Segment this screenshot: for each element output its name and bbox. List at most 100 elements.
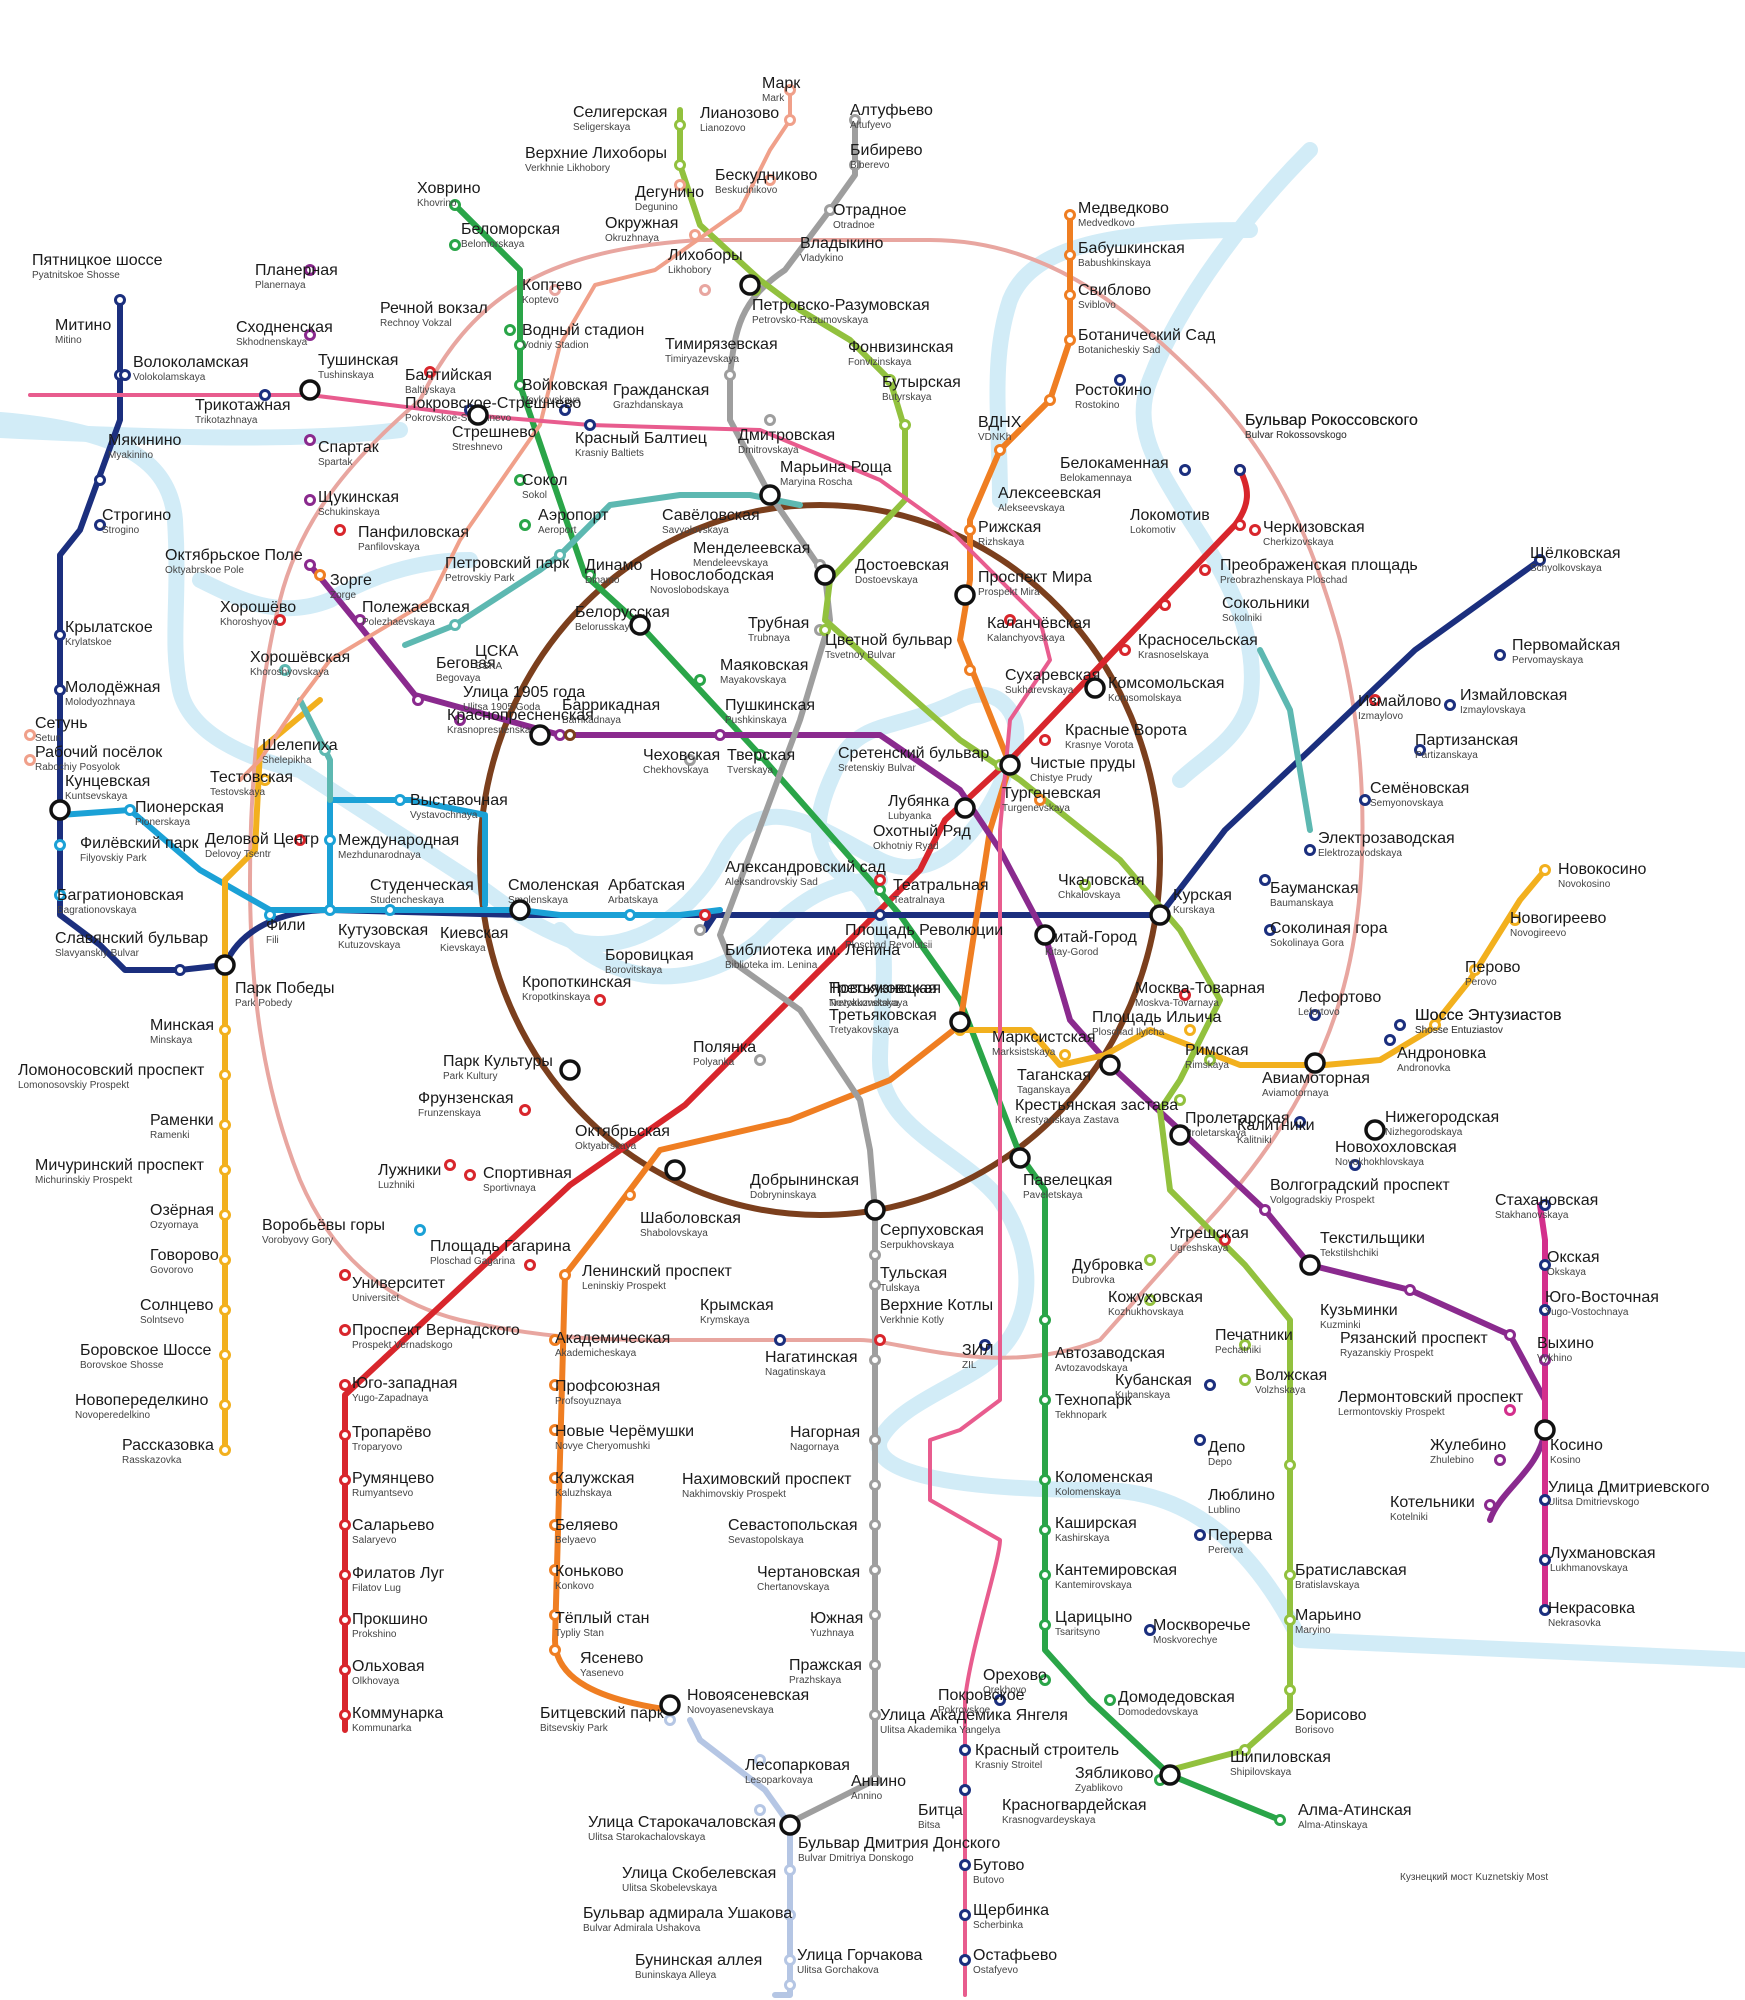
station-dot[interactable] bbox=[274, 614, 286, 626]
station-dot[interactable] bbox=[549, 1424, 561, 1436]
station-dot[interactable] bbox=[1444, 699, 1456, 711]
station-dot[interactable] bbox=[304, 264, 316, 276]
station-dot[interactable] bbox=[959, 1954, 971, 1966]
station-dot[interactable] bbox=[339, 1664, 351, 1676]
station-dot[interactable] bbox=[549, 1519, 561, 1531]
station-dot[interactable] bbox=[354, 614, 366, 626]
station-dot[interactable] bbox=[1494, 649, 1506, 661]
station-dot[interactable] bbox=[964, 664, 976, 676]
station-dot[interactable] bbox=[94, 474, 106, 486]
station-dot[interactable] bbox=[1194, 1434, 1206, 1446]
station-dot[interactable] bbox=[994, 444, 1006, 456]
station-dot[interactable] bbox=[674, 179, 686, 191]
station-dot[interactable] bbox=[54, 839, 66, 851]
station-dot[interactable] bbox=[564, 729, 576, 741]
station-dot[interactable] bbox=[24, 754, 36, 766]
station-dot[interactable] bbox=[1174, 1094, 1186, 1106]
station-dot[interactable] bbox=[1199, 564, 1211, 576]
station-dot[interactable] bbox=[689, 229, 701, 241]
station-dot[interactable] bbox=[784, 1864, 796, 1876]
station-dot[interactable] bbox=[1469, 964, 1481, 976]
hub-park-kultury[interactable] bbox=[559, 1059, 581, 1081]
station-dot[interactable] bbox=[219, 1349, 231, 1361]
station-dot[interactable] bbox=[959, 1744, 971, 1756]
hub-chistye-prudy[interactable] bbox=[999, 754, 1021, 776]
hub-dobryninskaya[interactable] bbox=[864, 1199, 886, 1221]
station-dot[interactable] bbox=[594, 994, 606, 1006]
hub-zyablikovo[interactable] bbox=[1159, 1764, 1181, 1786]
station-dot[interactable] bbox=[1219, 1234, 1231, 1246]
station-dot[interactable] bbox=[1004, 614, 1016, 626]
hub-lubyanka[interactable] bbox=[954, 797, 976, 819]
station-dot[interactable] bbox=[874, 909, 886, 921]
hub-taganskaya[interactable] bbox=[1099, 1054, 1121, 1076]
station-dot[interactable] bbox=[264, 909, 276, 921]
hub-tushinskaya[interactable] bbox=[299, 379, 321, 401]
station-dot[interactable] bbox=[1384, 1034, 1396, 1046]
station-dot[interactable] bbox=[339, 1709, 351, 1721]
hub-park-pobedy[interactable] bbox=[214, 954, 236, 976]
station-dot[interactable] bbox=[979, 1339, 991, 1351]
station-dot[interactable] bbox=[1064, 289, 1076, 301]
station-dot[interactable] bbox=[279, 664, 291, 676]
station-dot[interactable] bbox=[869, 1609, 881, 1621]
station-dot[interactable] bbox=[1239, 1339, 1251, 1351]
station-dot[interactable] bbox=[514, 474, 526, 486]
station-dot[interactable] bbox=[1494, 1454, 1506, 1466]
station-dot[interactable] bbox=[684, 754, 696, 766]
hub-oktyabrskaya[interactable] bbox=[664, 1159, 686, 1181]
station-dot[interactable] bbox=[1259, 874, 1271, 886]
station-dot[interactable] bbox=[1539, 1199, 1551, 1211]
station-dot[interactable] bbox=[1239, 1744, 1251, 1756]
station-dot[interactable] bbox=[874, 884, 886, 896]
station-dot[interactable] bbox=[424, 366, 436, 378]
station-dot[interactable] bbox=[1539, 1354, 1551, 1366]
